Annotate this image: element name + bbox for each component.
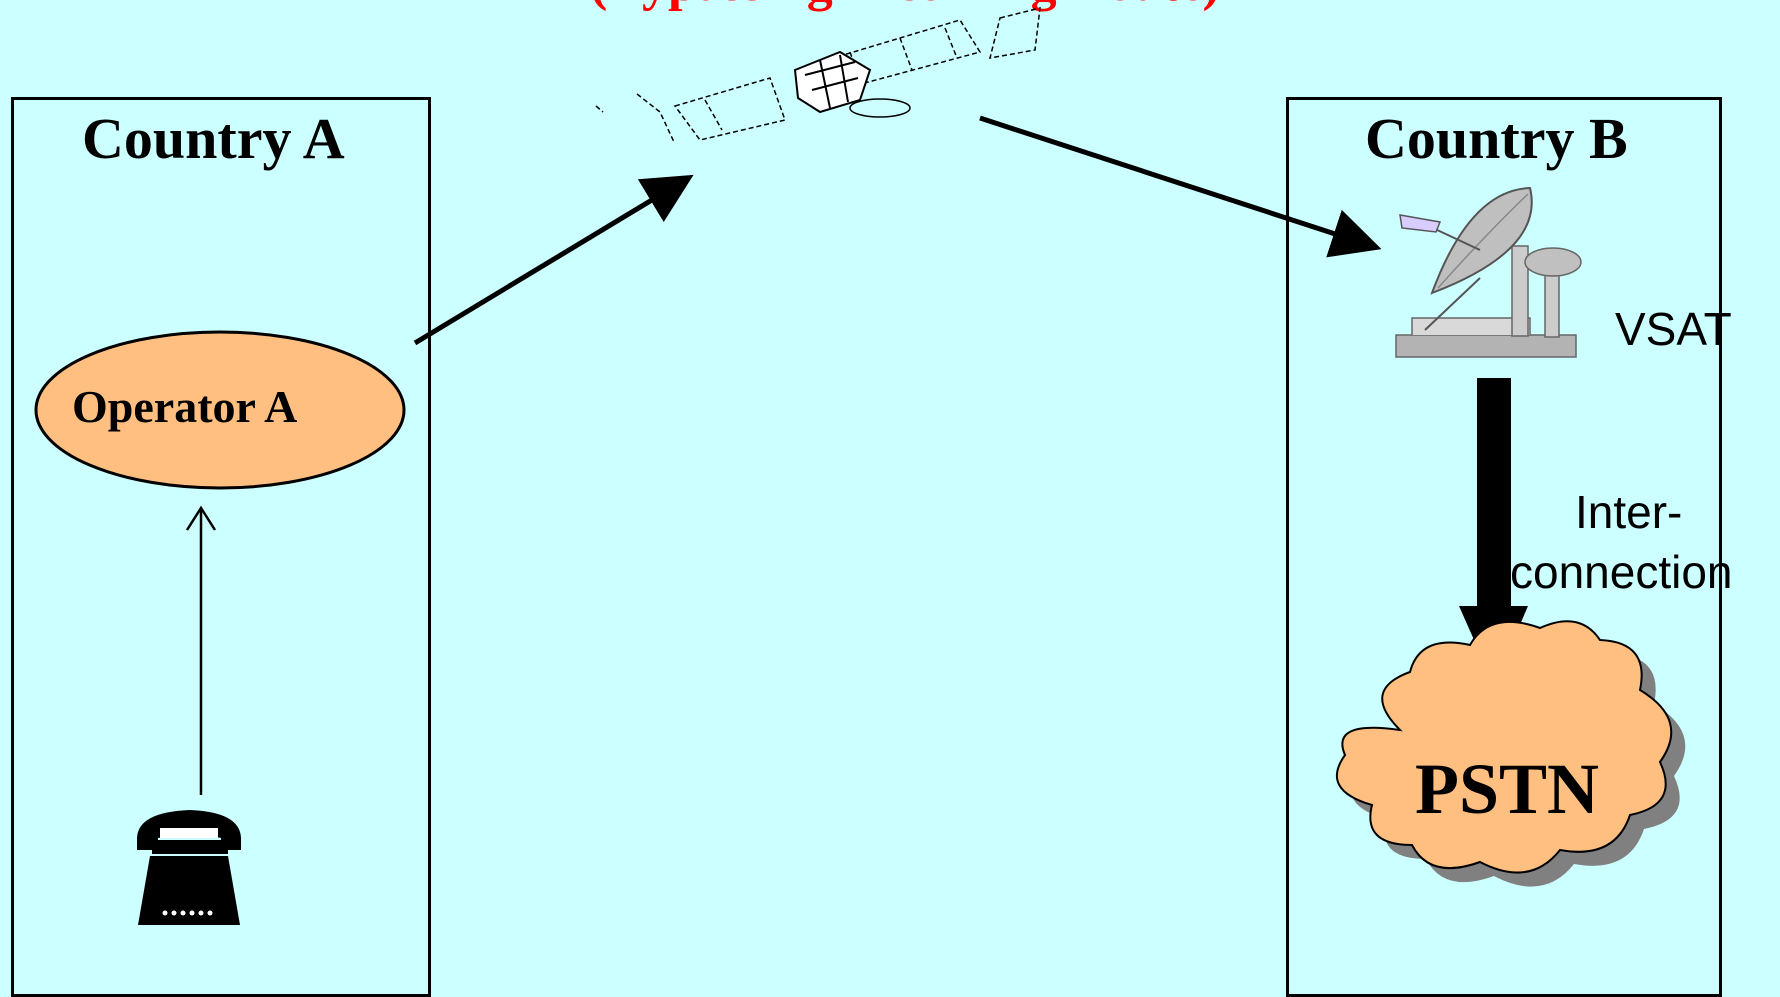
telephone-icon (137, 810, 241, 925)
phone-to-operator-arrow (185, 505, 217, 795)
vsat-dish-icon (1395, 186, 1582, 358)
country-b-title: Country B (1365, 106, 1628, 171)
satellite-to-vsat-arrow (979, 115, 1382, 258)
diagram-title: (Bypassing Incoming Route) (590, 0, 1220, 13)
diagram-canvas: (Bypassing Incoming Route) (11, 0, 1733, 997)
interconnection-arrow (1459, 378, 1528, 685)
pstn-cloud-icon (1335, 620, 1686, 887)
diagram-graphics (34, 7, 1686, 925)
interconnection-label-line1: Inter- (1575, 486, 1683, 538)
country-a-title: Country A (82, 106, 345, 171)
vsat-label: VSAT (1615, 303, 1732, 355)
operator-a-label: Operator A (72, 381, 298, 432)
satellite-body (793, 50, 872, 114)
pstn-label: PSTN (1415, 749, 1600, 829)
satellite-icon (595, 7, 1041, 143)
operator-a-node (34, 330, 406, 490)
interconnection-label-line2: connection (1510, 546, 1733, 598)
operator-to-satellite-arrow (413, 174, 694, 346)
